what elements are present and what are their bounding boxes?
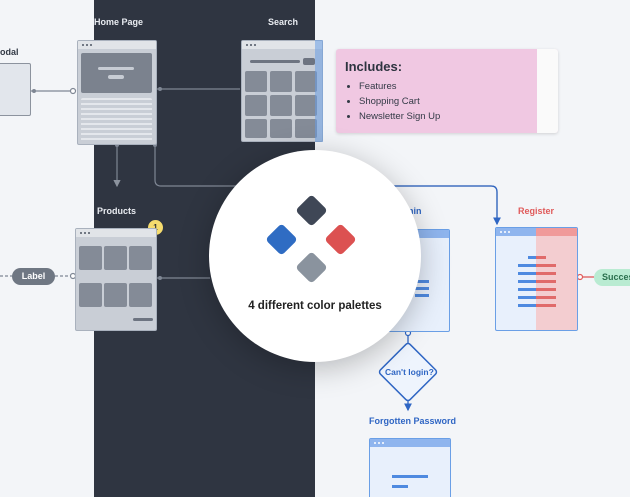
register-line-red bbox=[536, 280, 556, 283]
callout-list: Features Shopping Cart Newsletter Sign U… bbox=[345, 79, 440, 124]
hero-block bbox=[81, 53, 152, 93]
search-bar bbox=[250, 60, 300, 63]
forgot-line bbox=[392, 475, 428, 478]
product-tile bbox=[129, 283, 152, 307]
register-red-bar bbox=[536, 228, 577, 236]
login-field bbox=[415, 280, 429, 283]
search-wireframe[interactable] bbox=[241, 40, 323, 142]
register-line-red bbox=[536, 256, 546, 259]
label-products: Products bbox=[97, 206, 137, 216]
callout-item: Shopping Cart bbox=[359, 94, 440, 109]
callout-item: Features bbox=[359, 79, 440, 94]
palette-swatch-dark bbox=[295, 194, 328, 227]
register-wireframe[interactable] bbox=[495, 227, 578, 331]
result-tile bbox=[245, 119, 267, 138]
callout-item: Newsletter Sign Up bbox=[359, 109, 440, 124]
window-bar bbox=[78, 41, 156, 49]
decision-text: Can't login? bbox=[385, 367, 434, 377]
product-tile bbox=[104, 283, 127, 307]
forgotten-password-wireframe[interactable] bbox=[369, 438, 451, 497]
product-tile bbox=[104, 246, 127, 270]
label-login: nin bbox=[408, 206, 422, 216]
register-line-red bbox=[536, 288, 556, 291]
palette-swatch-blue bbox=[265, 223, 298, 256]
window-bar bbox=[370, 439, 450, 447]
result-tile bbox=[295, 95, 317, 116]
label-search: Search bbox=[268, 17, 299, 27]
label-home-page: Home Page bbox=[94, 17, 144, 27]
register-line-red bbox=[536, 272, 556, 275]
color-palettes-badge: 4 different color palettes bbox=[209, 150, 421, 362]
hero-line bbox=[98, 67, 134, 70]
result-tile bbox=[245, 71, 267, 92]
hero-button bbox=[108, 75, 124, 79]
content-rows bbox=[81, 98, 152, 142]
result-tile bbox=[245, 95, 267, 116]
result-tile bbox=[295, 119, 317, 138]
search-blue-overlay bbox=[315, 40, 323, 142]
palette-swatch-red bbox=[324, 223, 357, 256]
decision-diamond bbox=[378, 342, 438, 402]
pagination bbox=[133, 318, 153, 321]
label-register: Register bbox=[518, 206, 555, 216]
label-modal: odal bbox=[0, 47, 19, 57]
callout-side-strip bbox=[537, 49, 558, 133]
window-bar bbox=[76, 229, 156, 237]
color-palettes-caption: 4 different color palettes bbox=[248, 300, 382, 312]
label-forgotten-password: Forgotten Password bbox=[369, 416, 457, 426]
includes-callout: Includes: Features Shopping Cart Newslet… bbox=[336, 49, 558, 133]
register-red-overlay bbox=[536, 228, 577, 330]
login-field bbox=[415, 287, 429, 290]
product-tile bbox=[79, 246, 102, 270]
search-button bbox=[303, 58, 315, 65]
register-line-red bbox=[536, 264, 556, 267]
label-pill[interactable]: Label bbox=[12, 268, 55, 285]
result-tile bbox=[270, 119, 292, 138]
palette-swatch-grey bbox=[295, 251, 328, 284]
login-field bbox=[415, 294, 429, 297]
success-pill[interactable]: Succes bbox=[594, 269, 630, 286]
register-line-red bbox=[536, 296, 556, 299]
products-wireframe[interactable] bbox=[75, 228, 157, 331]
product-tile bbox=[79, 283, 102, 307]
result-tile bbox=[270, 95, 292, 116]
register-line-red bbox=[536, 304, 556, 307]
window-bar bbox=[242, 41, 322, 49]
home-page-wireframe[interactable] bbox=[77, 40, 157, 145]
result-tile bbox=[270, 71, 292, 92]
product-tile bbox=[129, 246, 152, 270]
callout-title: Includes: bbox=[345, 59, 403, 74]
forgot-line bbox=[392, 485, 408, 488]
result-tile bbox=[295, 71, 317, 92]
modal-wireframe[interactable] bbox=[0, 63, 31, 116]
